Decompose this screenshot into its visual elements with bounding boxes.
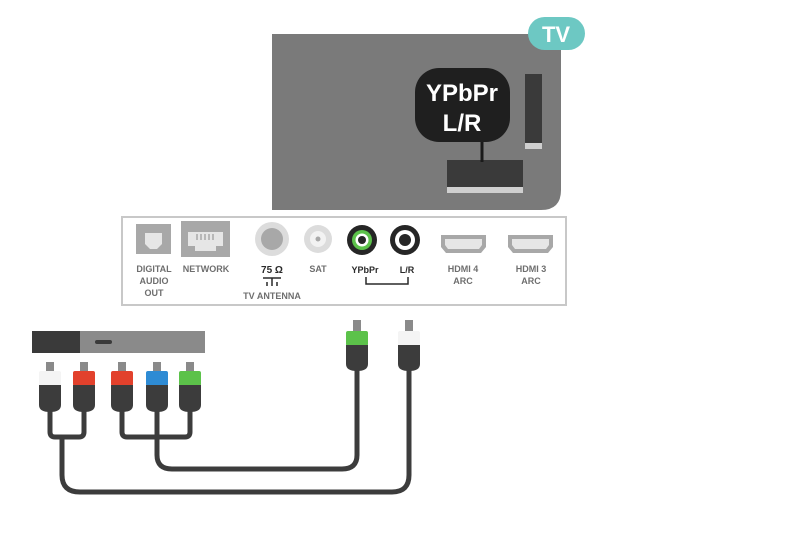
callout-line1: YPbPr <box>426 80 498 107</box>
plug-tv-ypbpr-collar <box>346 331 368 346</box>
lr-jack[interactable] <box>390 225 420 255</box>
plug-tv-lr-white[interactable] <box>398 320 420 371</box>
source-device-led <box>95 340 112 344</box>
hdmi4-port-inner <box>445 239 482 249</box>
tv-bottom-slot-highlight <box>447 187 523 193</box>
plug-audio-red-collar <box>73 371 95 386</box>
ypbpr-lr-bracket <box>365 277 409 285</box>
plug-video-red[interactable] <box>111 362 133 412</box>
tv-badge-label: TV <box>542 22 570 47</box>
cable-video-pr <box>154 407 193 440</box>
hdmi3-label-line2: ARC <box>521 276 541 286</box>
plug-video-red-collar <box>111 371 133 386</box>
antenna-port[interactable] <box>255 222 289 256</box>
digital-audio-out-port[interactable] <box>136 224 171 254</box>
lr-jack-hole <box>399 234 411 246</box>
sat-port[interactable] <box>304 225 332 253</box>
tv-side-slot <box>525 74 542 144</box>
hdmi3-label-line1: HDMI 3 <box>516 264 547 274</box>
plug-video-blue-collar <box>146 371 168 386</box>
digital-audio-label-line3: OUT <box>145 288 165 298</box>
plug-tv-ypbpr-green[interactable] <box>346 320 368 371</box>
antenna-label-tv: TV ANTENNA <box>243 291 301 301</box>
callout-line2: L/R <box>443 110 482 137</box>
cable-video-y <box>119 362 360 472</box>
hdmi3-port[interactable] <box>508 235 553 253</box>
hdmi4-label-line1: HDMI 4 <box>448 264 479 274</box>
plug-tv-lr-collar <box>398 331 420 346</box>
plug-video-blue[interactable] <box>146 362 168 412</box>
ypbpr-label: YPbPr <box>351 265 379 275</box>
plug-audio-white[interactable] <box>39 362 61 412</box>
cable-audio-left <box>47 362 412 495</box>
cables <box>47 362 412 495</box>
digital-audio-label-line1: DIGITAL <box>136 264 172 274</box>
hdmi4-port[interactable] <box>441 235 486 253</box>
antenna-symbol-icon <box>263 277 281 286</box>
callout-bubble <box>415 68 510 142</box>
antenna-port-inner <box>261 228 283 250</box>
plug-video-green-collar <box>179 371 201 386</box>
plug-video-green[interactable] <box>179 362 201 412</box>
network-label: NETWORK <box>183 264 230 274</box>
plug-audio-red[interactable] <box>73 362 95 412</box>
optical-port-opening <box>145 233 162 249</box>
antenna-label-ohm: 75 Ω <box>261 265 283 276</box>
cable-audio-right <box>59 407 87 440</box>
ypbpr-jack-hole <box>358 236 366 244</box>
hdmi3-port-inner <box>512 239 549 249</box>
lr-label: L/R <box>400 265 415 275</box>
plug-audio-white-collar <box>39 371 61 386</box>
tv-badge <box>528 17 585 50</box>
tv-side-slot-highlight <box>525 143 542 149</box>
sat-label: SAT <box>309 264 327 274</box>
ypbpr-jack[interactable] <box>347 225 377 255</box>
tv-bottom-slot <box>447 160 523 187</box>
sat-port-pin <box>315 236 321 242</box>
network-port[interactable] <box>181 221 230 257</box>
hdmi4-label-line2: ARC <box>453 276 473 286</box>
digital-audio-label-line2: AUDIO <box>140 276 169 286</box>
ethernet-pins <box>196 234 214 240</box>
source-device-front <box>32 331 80 353</box>
